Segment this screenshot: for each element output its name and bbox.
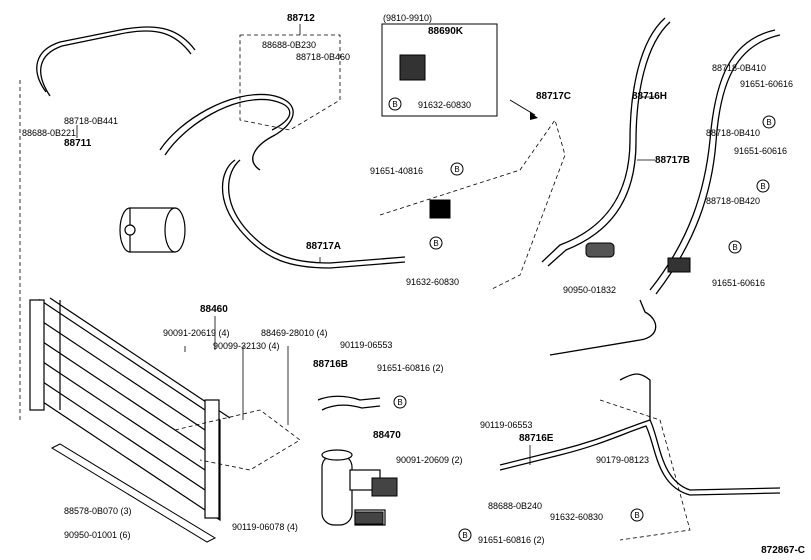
label-88718-0B410: 88718-0B410 <box>712 63 767 73</box>
label-90091-20609: 90091-20609 (2) <box>396 455 463 465</box>
strip-88578 <box>50 443 217 543</box>
hose-88712 <box>159 93 294 171</box>
label-90091-20619: 90091-20619 (4) <box>163 328 230 338</box>
label-91651-40816: 91651-40816 <box>370 166 424 176</box>
label-88460: 88460 <box>200 304 228 315</box>
label-91651-60616-b: 91651-60616 <box>734 146 788 156</box>
label-88716B: 88716B <box>313 359 349 370</box>
frame-88712 <box>239 34 341 131</box>
label-88470: 88470 <box>373 430 401 441</box>
label-90119-06078: 90119-06078 (4) <box>232 522 298 532</box>
label-91651-60816-2b: 91651-60816 (2) <box>478 535 545 545</box>
frame-88690K <box>381 23 498 117</box>
pipe-88717B <box>649 29 776 291</box>
label-91651-60616-c: 91651-60616 <box>712 278 766 288</box>
label-9810-9910: (9810-9910) <box>383 13 433 23</box>
label-91632-60830-c: 91632-60830 <box>550 512 604 522</box>
b-marker: B <box>392 100 397 109</box>
label-90119-06553-a: 90119-06553 <box>340 340 393 350</box>
label-88578-0B070: 88578-0B070 (3) <box>64 506 132 516</box>
svg-text:B: B <box>634 511 639 520</box>
pipe-88716H <box>541 17 666 263</box>
label-88718-0B441: 88718-0B441 <box>64 116 119 126</box>
b-markers <box>388 97 776 542</box>
label-90099-32130: 90099-32130 (4) <box>213 341 280 351</box>
pipe-88716E <box>549 299 657 356</box>
label-88711: 88711 <box>64 138 92 149</box>
svg-text:B: B <box>433 239 438 248</box>
svg-text:B: B <box>462 531 467 540</box>
label-88718-0B420: 88718-0B420 <box>706 196 761 206</box>
label-91632-60830-b: 91632-60830 <box>418 100 472 110</box>
label-88690K: 88690K <box>428 26 464 37</box>
hose-88717A <box>221 159 406 269</box>
label-88688-0B240: 88688-0B240 <box>488 501 543 511</box>
label-88718-0B410-b: 88718-0B410 <box>706 128 761 138</box>
svg-text:B: B <box>760 182 765 191</box>
label-90950-01832: 90950-01832 <box>563 285 617 295</box>
svg-text:B: B <box>397 398 402 407</box>
svg-text:B: B <box>766 118 771 127</box>
svg-text:B: B <box>732 243 737 252</box>
label-90119-06553-b: 90119-06553 <box>480 420 533 430</box>
label-88717C: 88717C <box>536 91 572 102</box>
hose-88711 <box>36 26 196 93</box>
label-90950-01001: 90950-01001 (6) <box>64 530 131 540</box>
svg-text:B: B <box>454 165 459 174</box>
label-91651-60816-2a: 91651-60816 (2) <box>377 363 444 373</box>
label-91632-60830-a: 91632-60830 <box>406 277 460 287</box>
label-88688-0B221: 88688-0B221 <box>22 128 77 138</box>
pipe-88716B <box>317 395 381 401</box>
label-88716H: 88716H <box>632 91 668 102</box>
label-88469-28010: 88469-28010 (4) <box>261 328 328 338</box>
compressor <box>119 207 186 253</box>
label-91651-60616-a: 91651-60616 <box>740 79 794 89</box>
diagram-reference: 872867-C <box>761 545 805 556</box>
label-88712: 88712 <box>287 13 315 24</box>
label-88717A: 88717A <box>306 241 342 252</box>
label-90179-08123: 90179-08123 <box>596 455 650 465</box>
label-88716E: 88716E <box>519 433 554 444</box>
label-88688-0B230: 88688-0B230 <box>262 40 317 50</box>
label-88717B: 88717B <box>655 155 691 166</box>
condenser-88460 <box>29 297 231 522</box>
label-88718-0B460: 88718-0B460 <box>296 52 351 62</box>
